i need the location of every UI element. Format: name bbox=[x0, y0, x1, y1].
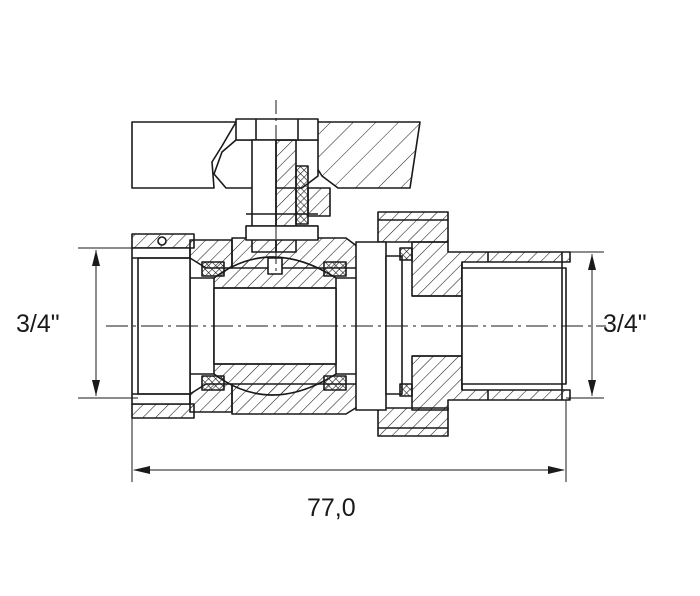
ball-seats bbox=[201, 261, 347, 391]
male-end-tail bbox=[411, 241, 571, 411]
overall-length-dimension: 77,0 bbox=[307, 494, 356, 522]
dimension-lines bbox=[78, 247, 604, 482]
left-thread-dimension: 3/4" bbox=[16, 310, 60, 338]
right-thread-dimension: 3/4" bbox=[603, 310, 647, 338]
dimension-arrows bbox=[92, 250, 596, 474]
bore-lines bbox=[190, 277, 356, 375]
